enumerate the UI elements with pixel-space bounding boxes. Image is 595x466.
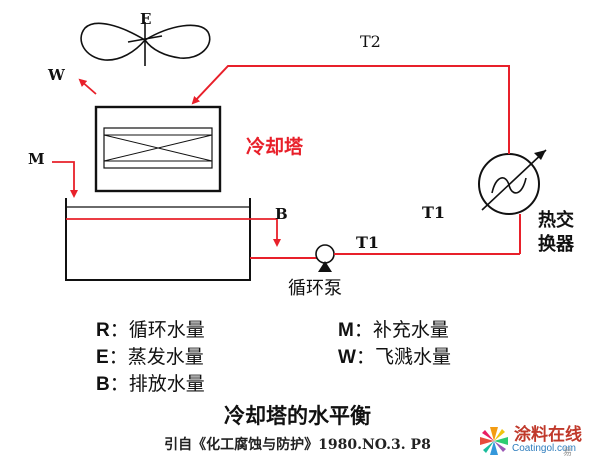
- caption-title: 冷却塔的水平衡: [224, 404, 371, 428]
- label-T1-pump: T1: [356, 233, 379, 252]
- legend-B: B：排放水量: [96, 373, 205, 395]
- makeup-arrow: [52, 161, 78, 198]
- label-tower: 冷却塔: [246, 135, 304, 158]
- label-W: W: [47, 66, 66, 84]
- label-T2: T2: [360, 32, 381, 51]
- splash-arrow: [78, 78, 97, 95]
- caption-source: 引自《化工腐蚀与防护》1980.NO.3. P8: [164, 437, 431, 453]
- blowdown-arrow: [250, 218, 281, 247]
- watermark-url: Coatingol.com: [512, 443, 576, 454]
- watermark-extra: 易: [563, 447, 573, 457]
- label-pump: 循环泵: [288, 278, 342, 299]
- heat-exchanger-icon: [478, 149, 547, 215]
- legend-W: W：飞溅水量: [338, 346, 451, 368]
- fan-icon: [80, 22, 211, 66]
- label-exchanger-1: 热交: [538, 209, 574, 231]
- legend-R: R：循环水量: [96, 319, 205, 341]
- legend-E: E：蒸发水量: [96, 346, 204, 368]
- legend-M: M：补充水量: [338, 319, 449, 341]
- label-E: E: [140, 10, 151, 28]
- hot-return-pipe: [191, 65, 510, 154]
- basin: [65, 198, 251, 281]
- label-M: M: [28, 150, 45, 168]
- label-T1: T1: [422, 203, 445, 222]
- cooling-tower: [94, 105, 222, 193]
- label-exchanger-2: 换器: [538, 233, 575, 255]
- label-B: B: [275, 205, 288, 223]
- pump-icon: [315, 244, 335, 272]
- watermark-logo-icon: [480, 427, 508, 455]
- watermark-name: 涂料在线: [514, 425, 582, 445]
